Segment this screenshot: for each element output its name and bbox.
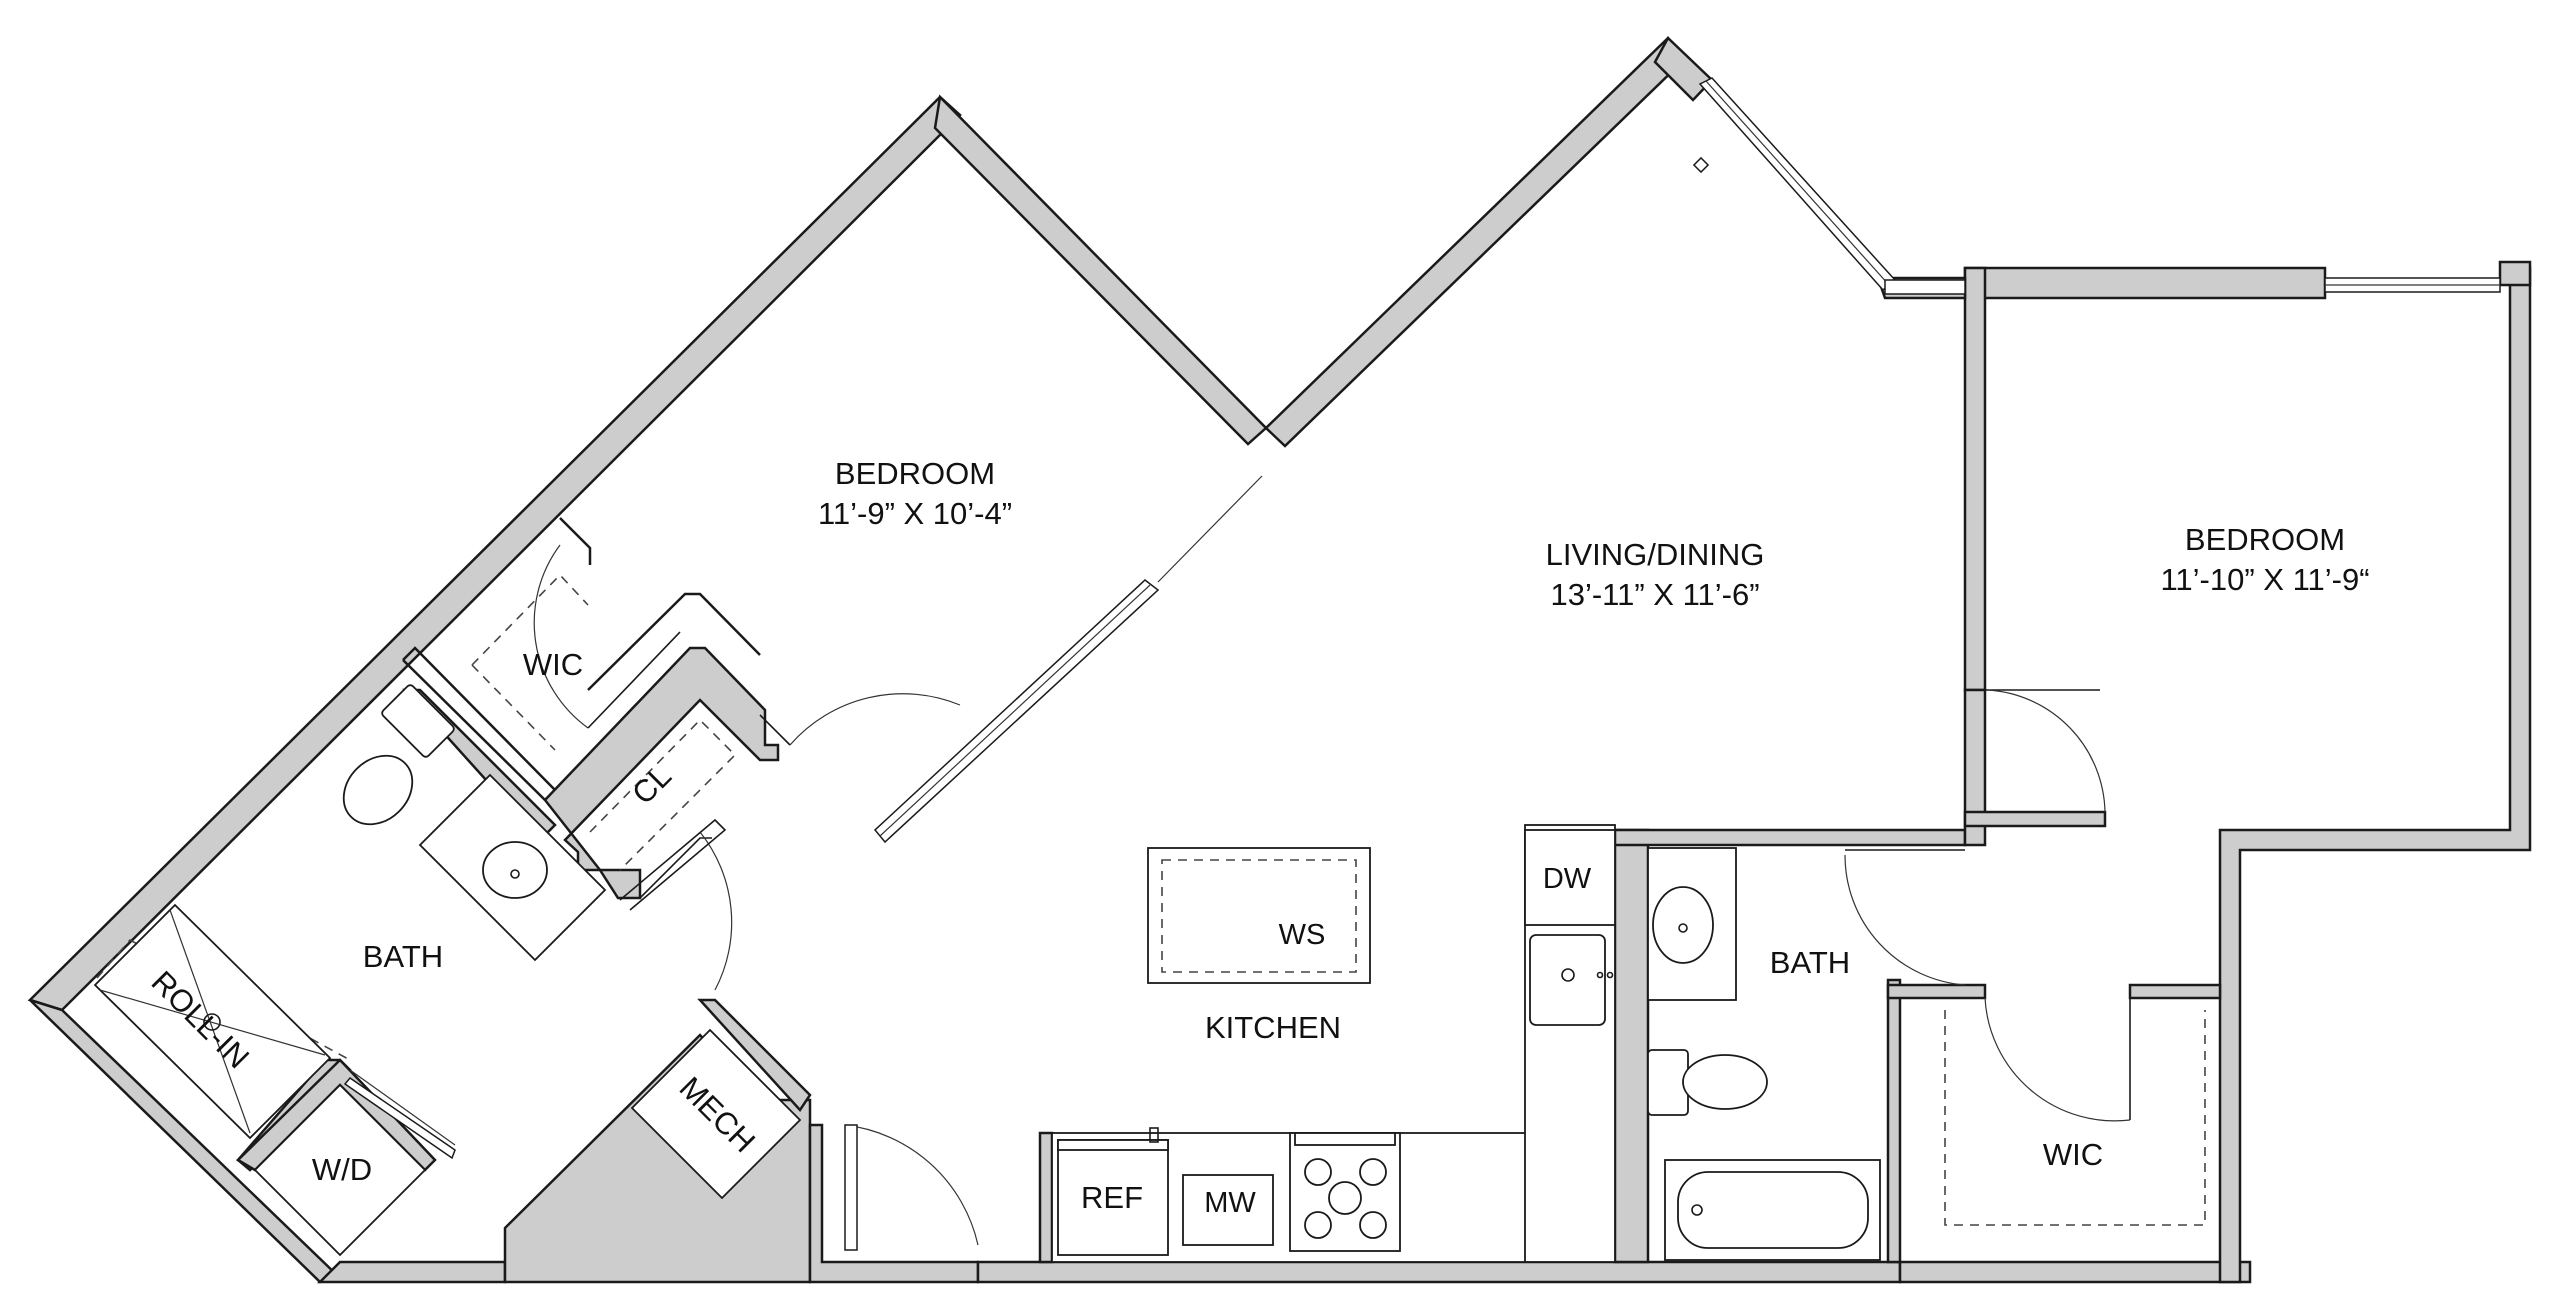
wall-closet-upper <box>597 868 642 900</box>
wall-right-bedroom-base <box>1963 810 2107 828</box>
wall-right-top-end <box>2498 260 2532 287</box>
wall-top-nub <box>1653 35 1714 102</box>
wall-living-nw <box>1264 36 1688 448</box>
refrigerator <box>1057 1127 1169 1256</box>
label-bedroom-right-size: 11’-10” X 11’-9“ <box>2160 562 2369 597</box>
label-living: LIVING/DINING <box>1546 537 1765 572</box>
wall-right-doorjamb <box>1963 688 1987 847</box>
fixtures <box>93 684 1881 1263</box>
wall-right-top <box>1963 266 2327 300</box>
wall-bath-right-north <box>1613 828 1967 847</box>
window-mullion <box>1692 156 1710 174</box>
toilet-right <box>1647 1049 1768 1116</box>
label-kitchen: KITCHEN <box>1205 1010 1341 1045</box>
walls <box>27 35 2532 1284</box>
label-bedroom-left-size: 11’-9” X 10’-4” <box>818 496 1012 531</box>
door-bath-left <box>699 831 733 991</box>
wall-entry-jamb <box>808 1123 980 1284</box>
label-wic-right: WIC <box>2043 1137 2103 1172</box>
door-entry <box>844 1124 979 1246</box>
mech-closet <box>630 1028 802 1200</box>
windows <box>1692 77 2501 295</box>
vanity-right <box>1647 847 1737 1001</box>
label-refrigerator: REF <box>1081 1180 1143 1215</box>
label-laundry: W/D <box>312 1152 372 1187</box>
toilet-left <box>342 684 455 826</box>
wall-kitchen-left <box>1038 1131 1054 1264</box>
window-corner <box>1884 279 1966 295</box>
door-bath-right <box>1844 854 1966 986</box>
label-bath-right: BATH <box>1770 945 1850 980</box>
shower-rollin <box>93 903 332 1140</box>
wall-bath-right-east <box>1886 978 1902 1264</box>
door-laundry <box>349 1069 456 1146</box>
dishwasher <box>1524 829 1616 926</box>
door-bedroom-left <box>789 693 961 746</box>
washer-dryer <box>253 1083 427 1257</box>
door-bedroom-right <box>1987 689 2106 813</box>
wall-bottom-left <box>316 1260 507 1284</box>
doors <box>343 544 2131 1251</box>
wall-bedroom-ne <box>933 94 1268 446</box>
wall-right-step <box>2218 266 2532 1284</box>
sliding-door-panel <box>873 579 1160 844</box>
wall-mech <box>697 998 812 1113</box>
wall-bottom-kitchen <box>976 1260 1902 1284</box>
wall-wic-right-top <box>1886 983 1987 1000</box>
wall-right-bedroom-w <box>1963 266 1987 692</box>
label-bath-left: BATH <box>363 939 443 974</box>
label-microwave: MW <box>1204 1187 1256 1219</box>
label-wic-left: WIC <box>523 647 583 682</box>
wall-bottom-right <box>1898 1260 2252 1284</box>
microwave <box>1182 1174 1274 1246</box>
vanity-left <box>418 773 607 962</box>
kitchen-sink <box>1529 934 1614 1026</box>
label-living-size: 13’-11” X 11’-6” <box>1550 577 1759 612</box>
door-wic-right <box>1984 997 2131 1122</box>
label-dishwasher: DW <box>1543 863 1592 895</box>
label-bedroom-right: BEDROOM <box>2185 522 2345 557</box>
wall-wic-right-top2 <box>2128 983 2222 1000</box>
wall-bath-right-west <box>1613 828 1650 1264</box>
range <box>1289 1132 1401 1252</box>
door-wic-left <box>533 544 589 729</box>
bathtub <box>1664 1159 1881 1261</box>
label-workstation: WS <box>1279 919 1326 951</box>
label-bedroom-left: BEDROOM <box>835 456 995 491</box>
work-station <box>1147 847 1371 984</box>
